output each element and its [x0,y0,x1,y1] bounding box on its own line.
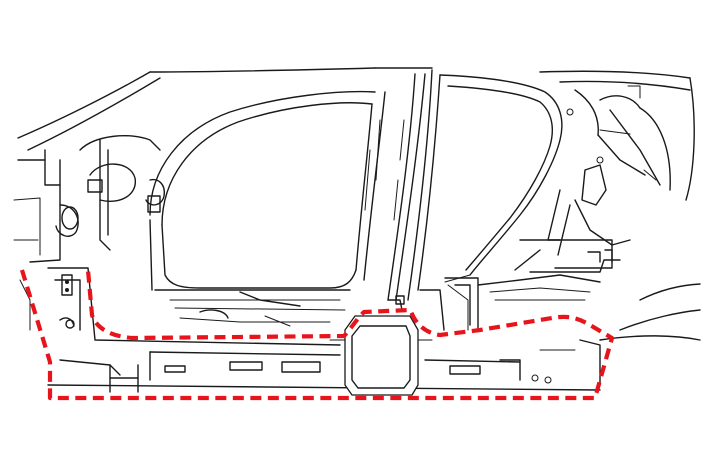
floor-pan [419,274,601,331]
rear-quarter-structure [514,85,701,341]
rocker-panel [47,267,601,393]
front-hinge-pillar [13,135,165,331]
highlight-dashed-path [19,269,615,401]
rear-door-opening [417,74,563,291]
b-pillar-base-bracket [329,315,433,396]
b-pillar [387,69,433,311]
front-door-opening [149,90,386,291]
front-floor-details [154,289,351,327]
sill-highlight-outline [19,269,615,401]
roof-rail-outline [17,67,695,201]
